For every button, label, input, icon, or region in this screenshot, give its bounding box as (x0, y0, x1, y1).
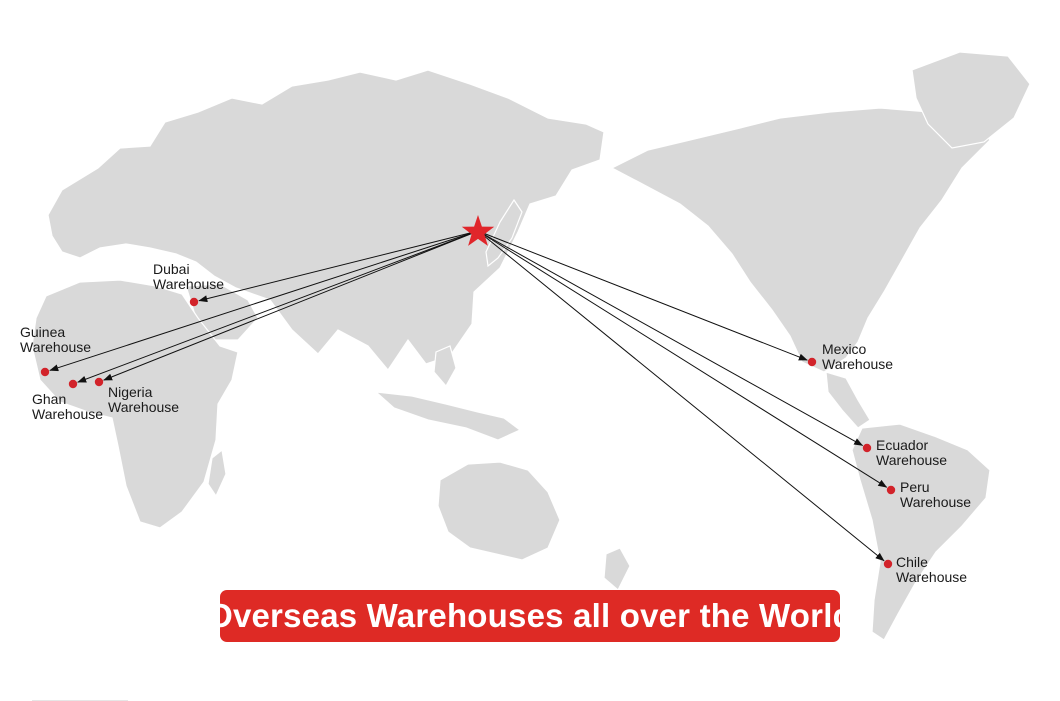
landmass-south-america (851, 423, 991, 641)
landmass-indonesia (374, 391, 522, 441)
warehouse-marker-nigeria[interactable] (94, 377, 104, 387)
warehouse-marker-chile[interactable] (883, 559, 893, 569)
warehouse-name-nigeria: Nigeria (108, 384, 153, 400)
warehouse-type-nigeria: Warehouse (108, 399, 179, 415)
landmass-north-america (610, 107, 991, 373)
route-arrow-mexico (477, 230, 808, 361)
warehouse-name-chile: Chile (896, 554, 928, 570)
warehouse-marker-mexico[interactable] (807, 357, 817, 367)
warehouse-marker-guinea[interactable] (40, 367, 50, 377)
route-arrow-chile (477, 230, 885, 562)
route-arrow-nigeria (103, 230, 479, 381)
headline-banner: Overseas Warehouses all over the World (207, 590, 853, 642)
warehouse-type-ghana: Warehouse (32, 406, 103, 422)
landmass-madagascar (207, 448, 227, 498)
warehouse-name-ecuador: Ecuador (876, 437, 928, 453)
warehouse-marker-ecuador[interactable] (862, 443, 872, 453)
warehouse-marker-peru[interactable] (886, 485, 896, 495)
route-arrow-ghana (77, 230, 479, 383)
warehouse-marker-dubai[interactable] (189, 297, 199, 307)
landmass-new-zealand (603, 547, 631, 591)
warehouse-type-chile: Warehouse (896, 569, 967, 585)
landmass-philippines (433, 345, 457, 388)
warehouse-name-mexico: Mexico (822, 341, 867, 357)
landmass-central-america (825, 371, 871, 429)
warehouse-type-mexico: Warehouse (822, 356, 893, 372)
warehouse-name-peru: Peru (900, 479, 930, 495)
shipping-routes (49, 230, 888, 562)
warehouse-name-guinea: Guinea (20, 324, 65, 340)
route-arrow-ecuador (477, 230, 864, 447)
warehouse-type-ecuador: Warehouse (876, 452, 947, 468)
landmasses (31, 51, 1031, 641)
warehouse-name-dubai: Dubai (153, 261, 190, 277)
warehouse-name-ghana: Ghan (32, 391, 66, 407)
route-arrow-peru (477, 230, 888, 488)
landmass-africa (31, 279, 239, 529)
warehouse-type-guinea: Warehouse (20, 339, 91, 355)
landmass-australia (437, 461, 561, 561)
warehouse-type-dubai: Warehouse (153, 276, 224, 292)
route-arrow-guinea (49, 230, 479, 372)
landmass-greenland (911, 51, 1031, 149)
landmass-eurasia (47, 69, 605, 372)
route-arrow-dubai (198, 230, 479, 303)
star-icon (461, 215, 495, 246)
headline-text: Overseas Warehouses all over the World (207, 597, 853, 634)
warehouse-marker-ghana[interactable] (68, 379, 78, 389)
warehouse-type-peru: Warehouse (900, 494, 971, 510)
